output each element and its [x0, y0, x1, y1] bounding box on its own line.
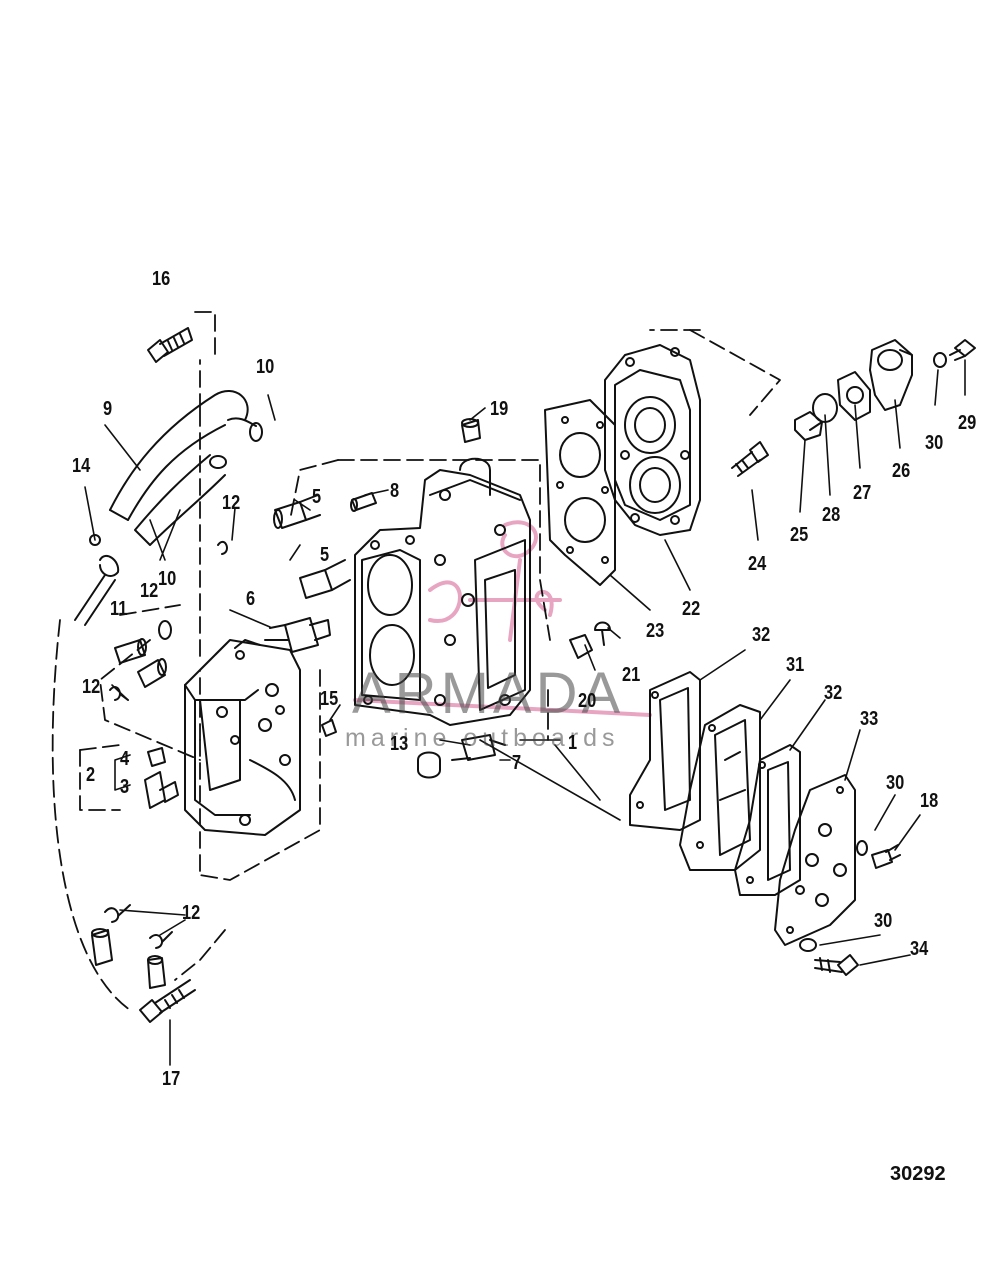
cover-33 — [774, 774, 856, 946]
gasket-32-b — [734, 744, 801, 896]
callout-10-mid: 10 — [158, 568, 177, 590]
callout-27: 27 — [853, 482, 872, 504]
gasket-32-a — [629, 671, 701, 831]
callout-4: 4 — [120, 748, 130, 770]
callout-21: 21 — [622, 664, 641, 686]
bolt-24 — [731, 441, 769, 477]
washer-30-top — [933, 352, 947, 368]
cap-4 — [147, 747, 166, 767]
clip-14 — [74, 534, 120, 626]
callout-30-low: 30 — [874, 910, 893, 932]
callout-11: 11 — [110, 598, 128, 620]
callout-1: 1 — [568, 732, 578, 754]
callout-30-top: 30 — [925, 432, 944, 454]
callout-3: 3 — [120, 776, 130, 798]
fitting-5-upper — [273, 494, 321, 529]
figure-number: 30292 — [890, 1163, 946, 1185]
callout-32-b: 32 — [824, 682, 843, 704]
callout-24: 24 — [748, 553, 767, 575]
callout-6: 6 — [246, 588, 256, 610]
callout-29: 29 — [958, 412, 977, 434]
callout-13: 13 — [390, 733, 409, 755]
callout-32-a: 32 — [752, 624, 771, 646]
dowel-8 — [350, 492, 377, 512]
callout-26: 26 — [892, 460, 911, 482]
hose-lower-a — [91, 928, 113, 966]
valve-6 — [264, 617, 331, 653]
callout-7: 7 — [512, 752, 522, 774]
cylinder-head-22 — [604, 344, 701, 536]
crankcase-cover — [184, 639, 301, 836]
callout-33: 33 — [860, 708, 879, 730]
callout-30-mid: 30 — [886, 772, 905, 794]
head-gasket-23 — [544, 399, 616, 586]
callout-9: 9 — [103, 398, 113, 420]
callout-22: 22 — [682, 598, 701, 620]
plug-13 — [417, 751, 441, 779]
washer-30-mid — [856, 840, 868, 856]
callout-23: 23 — [646, 620, 665, 642]
callout-18: 18 — [920, 790, 939, 812]
hose-10 — [134, 417, 263, 546]
callout-5-b: 5 — [320, 544, 330, 566]
bolt-29 — [949, 339, 976, 361]
callout-19: 19 — [490, 398, 509, 420]
callout-25: 25 — [790, 524, 809, 546]
hose-9 — [109, 390, 249, 521]
plug-19 — [461, 418, 481, 443]
callout-12-a: 12 — [222, 492, 241, 514]
leader-lines — [84, 359, 966, 1066]
watermark-brand: ARMADA — [352, 661, 625, 726]
cylinder-block — [354, 457, 531, 726]
callout-17: 17 — [162, 1068, 181, 1090]
pin-15 — [321, 719, 337, 737]
bolt-18 — [871, 844, 901, 869]
bolt-16 — [147, 327, 193, 363]
screw-21 — [594, 621, 611, 646]
bolt-34 — [814, 954, 859, 976]
callout-34: 34 — [910, 938, 929, 960]
thermostat-cover-26 — [869, 339, 913, 411]
bolt-17 — [139, 979, 196, 1023]
fitting-5-lower — [299, 559, 351, 599]
callout-12-c: 12 — [82, 676, 101, 698]
fitting-3 — [144, 771, 179, 809]
callout-20: 20 — [578, 690, 597, 712]
callout-12-d: 12 — [182, 902, 201, 924]
callout-31: 31 — [786, 654, 805, 676]
callout-8: 8 — [390, 480, 400, 502]
gasket-27 — [837, 371, 871, 421]
callout-5-a: 5 — [312, 486, 322, 508]
bracket-20 — [569, 634, 593, 659]
callout-28: 28 — [822, 504, 841, 526]
watermark-tagline: marine outboards — [345, 724, 620, 752]
callout-10-top: 10 — [256, 356, 275, 378]
fitting-7 — [451, 734, 506, 761]
callout-2: 2 — [86, 764, 96, 786]
hose-lower-b — [147, 955, 166, 989]
gasket-28 — [812, 393, 838, 423]
hose-11 — [114, 620, 172, 688]
callout-16: 16 — [152, 268, 171, 290]
callout-14: 14 — [72, 455, 91, 477]
plate-31 — [679, 704, 761, 871]
callout-15: 15 — [320, 688, 339, 710]
callout-12-b: 12 — [140, 580, 159, 602]
washer-30-low — [799, 938, 817, 952]
clips-12 — [104, 540, 228, 949]
thermostat-25 — [794, 411, 823, 441]
